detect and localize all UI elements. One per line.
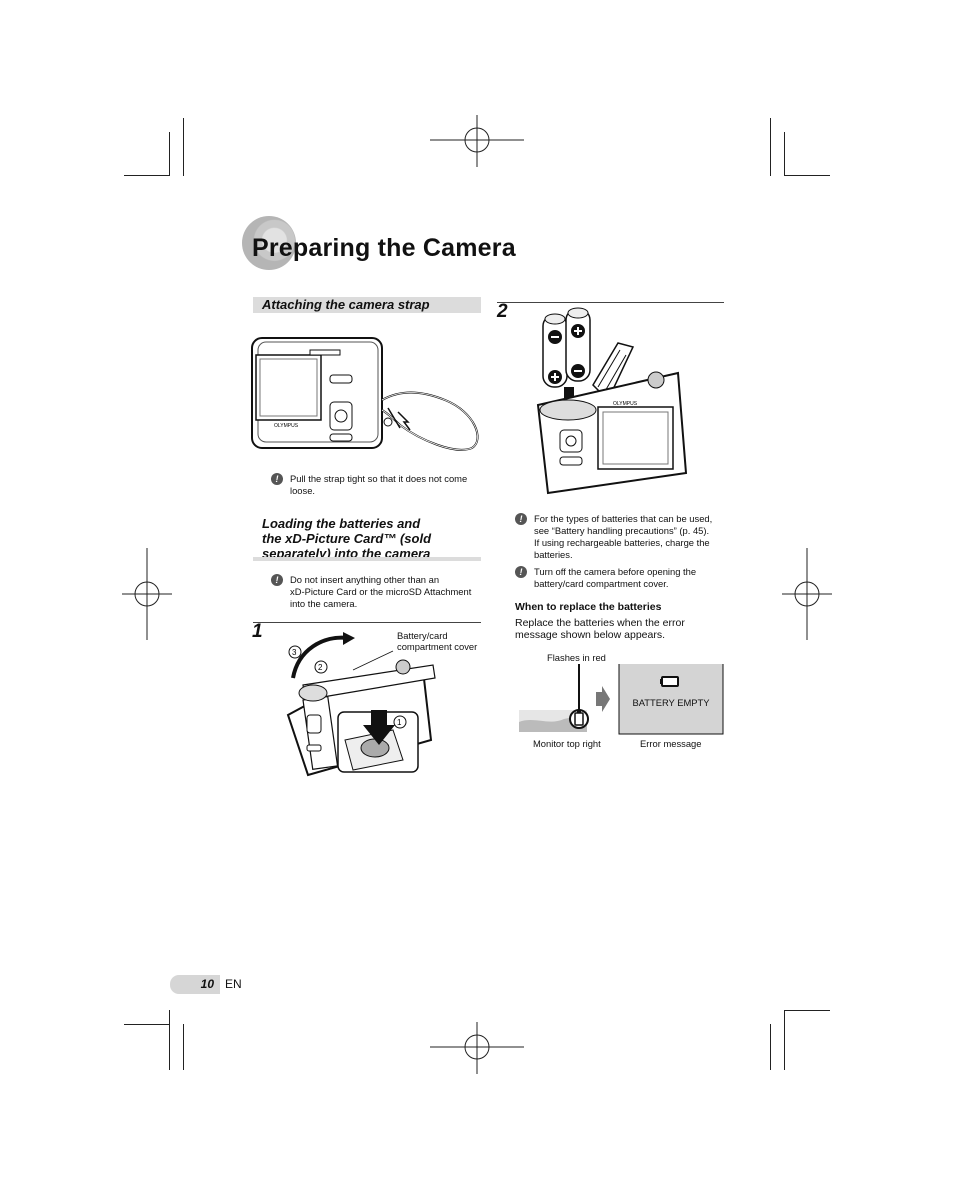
step1-illustration: 3 2 1 (286, 632, 436, 777)
step1-number: 1 (252, 621, 263, 642)
battery-empty-screen-text: BATTERY EMPTY (632, 697, 710, 708)
step2-number: 2 (497, 301, 508, 322)
marker-2: 2 (318, 663, 323, 672)
replace-body: Replace the batteries when the error mes… (515, 617, 685, 641)
language-label: EN (225, 977, 242, 991)
svg-text:OLYMPUS: OLYMPUS (613, 401, 638, 407)
arrow-right-icon (596, 686, 610, 712)
strap-heading: Attaching the camera strap (262, 297, 430, 312)
registration-mark-bottom (430, 1022, 524, 1074)
batteries-heading: Loading the batteries and the xD-Picture… (262, 516, 432, 561)
marker-3: 3 (292, 648, 297, 657)
caution-icon: ! (271, 473, 283, 485)
batteries-section-header: Loading the batteries and the xD-Picture… (253, 516, 481, 561)
caution-icon: ! (515, 566, 527, 578)
replace-heading: When to replace the batteries (515, 601, 662, 613)
battery-icon (661, 676, 679, 687)
registration-mark-left (122, 548, 172, 640)
step2-rule (497, 302, 724, 303)
flash-label: Flashes in red (547, 652, 606, 663)
battery-icon (574, 712, 584, 726)
step1-rule (253, 622, 481, 623)
page-number: 10 (200, 977, 214, 991)
step1-callout: Battery/card compartment cover (397, 630, 478, 652)
svg-text:OLYMPUS: OLYMPUS (274, 423, 299, 429)
registration-mark-right (782, 548, 832, 640)
strap-illustration: OLYMPUS (251, 337, 479, 451)
caution-icon: ! (515, 513, 527, 525)
title-decoration (242, 216, 296, 270)
page-title: Preparing the Camera (252, 234, 516, 262)
caution-icon: ! (271, 574, 283, 586)
page-number-badge: 10 (170, 975, 220, 994)
strap-section-header: Attaching the camera strap (253, 297, 481, 313)
battery-diagram (519, 664, 724, 735)
error-label: Error message (640, 738, 702, 749)
step2-illustration: OLYMPUS (536, 307, 688, 495)
monitor-label: Monitor top right (533, 738, 601, 749)
registration-mark-top (430, 115, 524, 167)
marker-1: 1 (397, 718, 402, 727)
